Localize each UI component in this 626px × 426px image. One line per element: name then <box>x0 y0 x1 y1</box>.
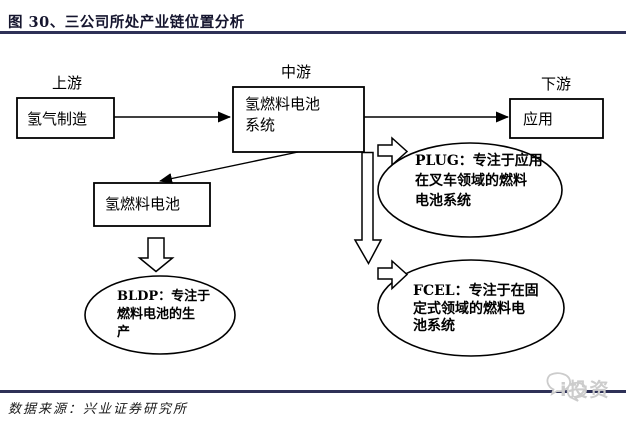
label-line: 系统 <box>245 116 276 134</box>
label-line: PLUG：专注于应用 <box>415 153 543 169</box>
fuel-cell-system-box <box>232 86 365 153</box>
bldp-ellipse <box>84 275 236 355</box>
hydrogen-production-label: 氢气制造 <box>27 110 88 128</box>
wechat-chat-bubbles-icon <box>546 372 587 402</box>
label-line: 定式领域的燃料电 <box>413 300 525 317</box>
label-line: FCEL：专注于在固 <box>413 283 539 299</box>
label-line: 产 <box>117 325 131 340</box>
block-arrow-to-fcel <box>377 259 409 291</box>
block-arrow-to-plug <box>377 136 409 167</box>
block-arrow-system-down <box>353 151 383 266</box>
title-underline-rule <box>0 31 626 34</box>
footer-rule <box>0 390 626 393</box>
label-line: 氢燃料电池 <box>245 95 321 113</box>
fcel-ellipse <box>377 259 565 357</box>
label-line: BLDP：专注于 <box>117 289 211 304</box>
chat-bubble-large <box>546 372 571 397</box>
fuel-cell-label: 氢燃料电池 <box>105 195 181 213</box>
stage-label-upstream: 上游 <box>52 74 83 92</box>
fuel-cell-box <box>93 182 211 227</box>
data-source-note: 数据来源：兴业证券研究所 <box>8 402 189 417</box>
watermark-text: i投资 <box>560 379 611 401</box>
application-box <box>509 98 604 139</box>
arrow-system-to-fuel-cell <box>159 151 299 184</box>
label-line: 电池系统 <box>415 193 471 209</box>
application-label: 应用 <box>523 110 554 128</box>
stage-label-downstream: 下游 <box>541 75 572 93</box>
hydrogen-production-box <box>16 97 115 139</box>
plug-ellipse <box>377 142 563 238</box>
fcel-ellipse-label: FCEL：专注于在固 定式领域的燃料电 池系统 <box>413 283 539 336</box>
chat-bubble-small <box>566 381 587 402</box>
figure-title: 图 30、三公司所处产业链位置分析 <box>8 14 245 31</box>
fuel-cell-system-label: 氢燃料电池 系统 <box>245 94 320 136</box>
bldp-ellipse-label: BLDP：专注于 燃料电池的生 产 <box>117 288 210 342</box>
label-line: 在叉车领域的燃料 <box>415 173 527 189</box>
plug-ellipse-label: PLUG：专注于应用 在叉车领域的燃料 电池系统 <box>415 151 543 211</box>
stage-label-midstream: 中游 <box>281 63 312 81</box>
label-line: 燃料电池的生 <box>117 307 196 322</box>
block-arrow-fuel-cell-to-bldp <box>137 237 175 273</box>
label-line: 池系统 <box>413 318 455 334</box>
